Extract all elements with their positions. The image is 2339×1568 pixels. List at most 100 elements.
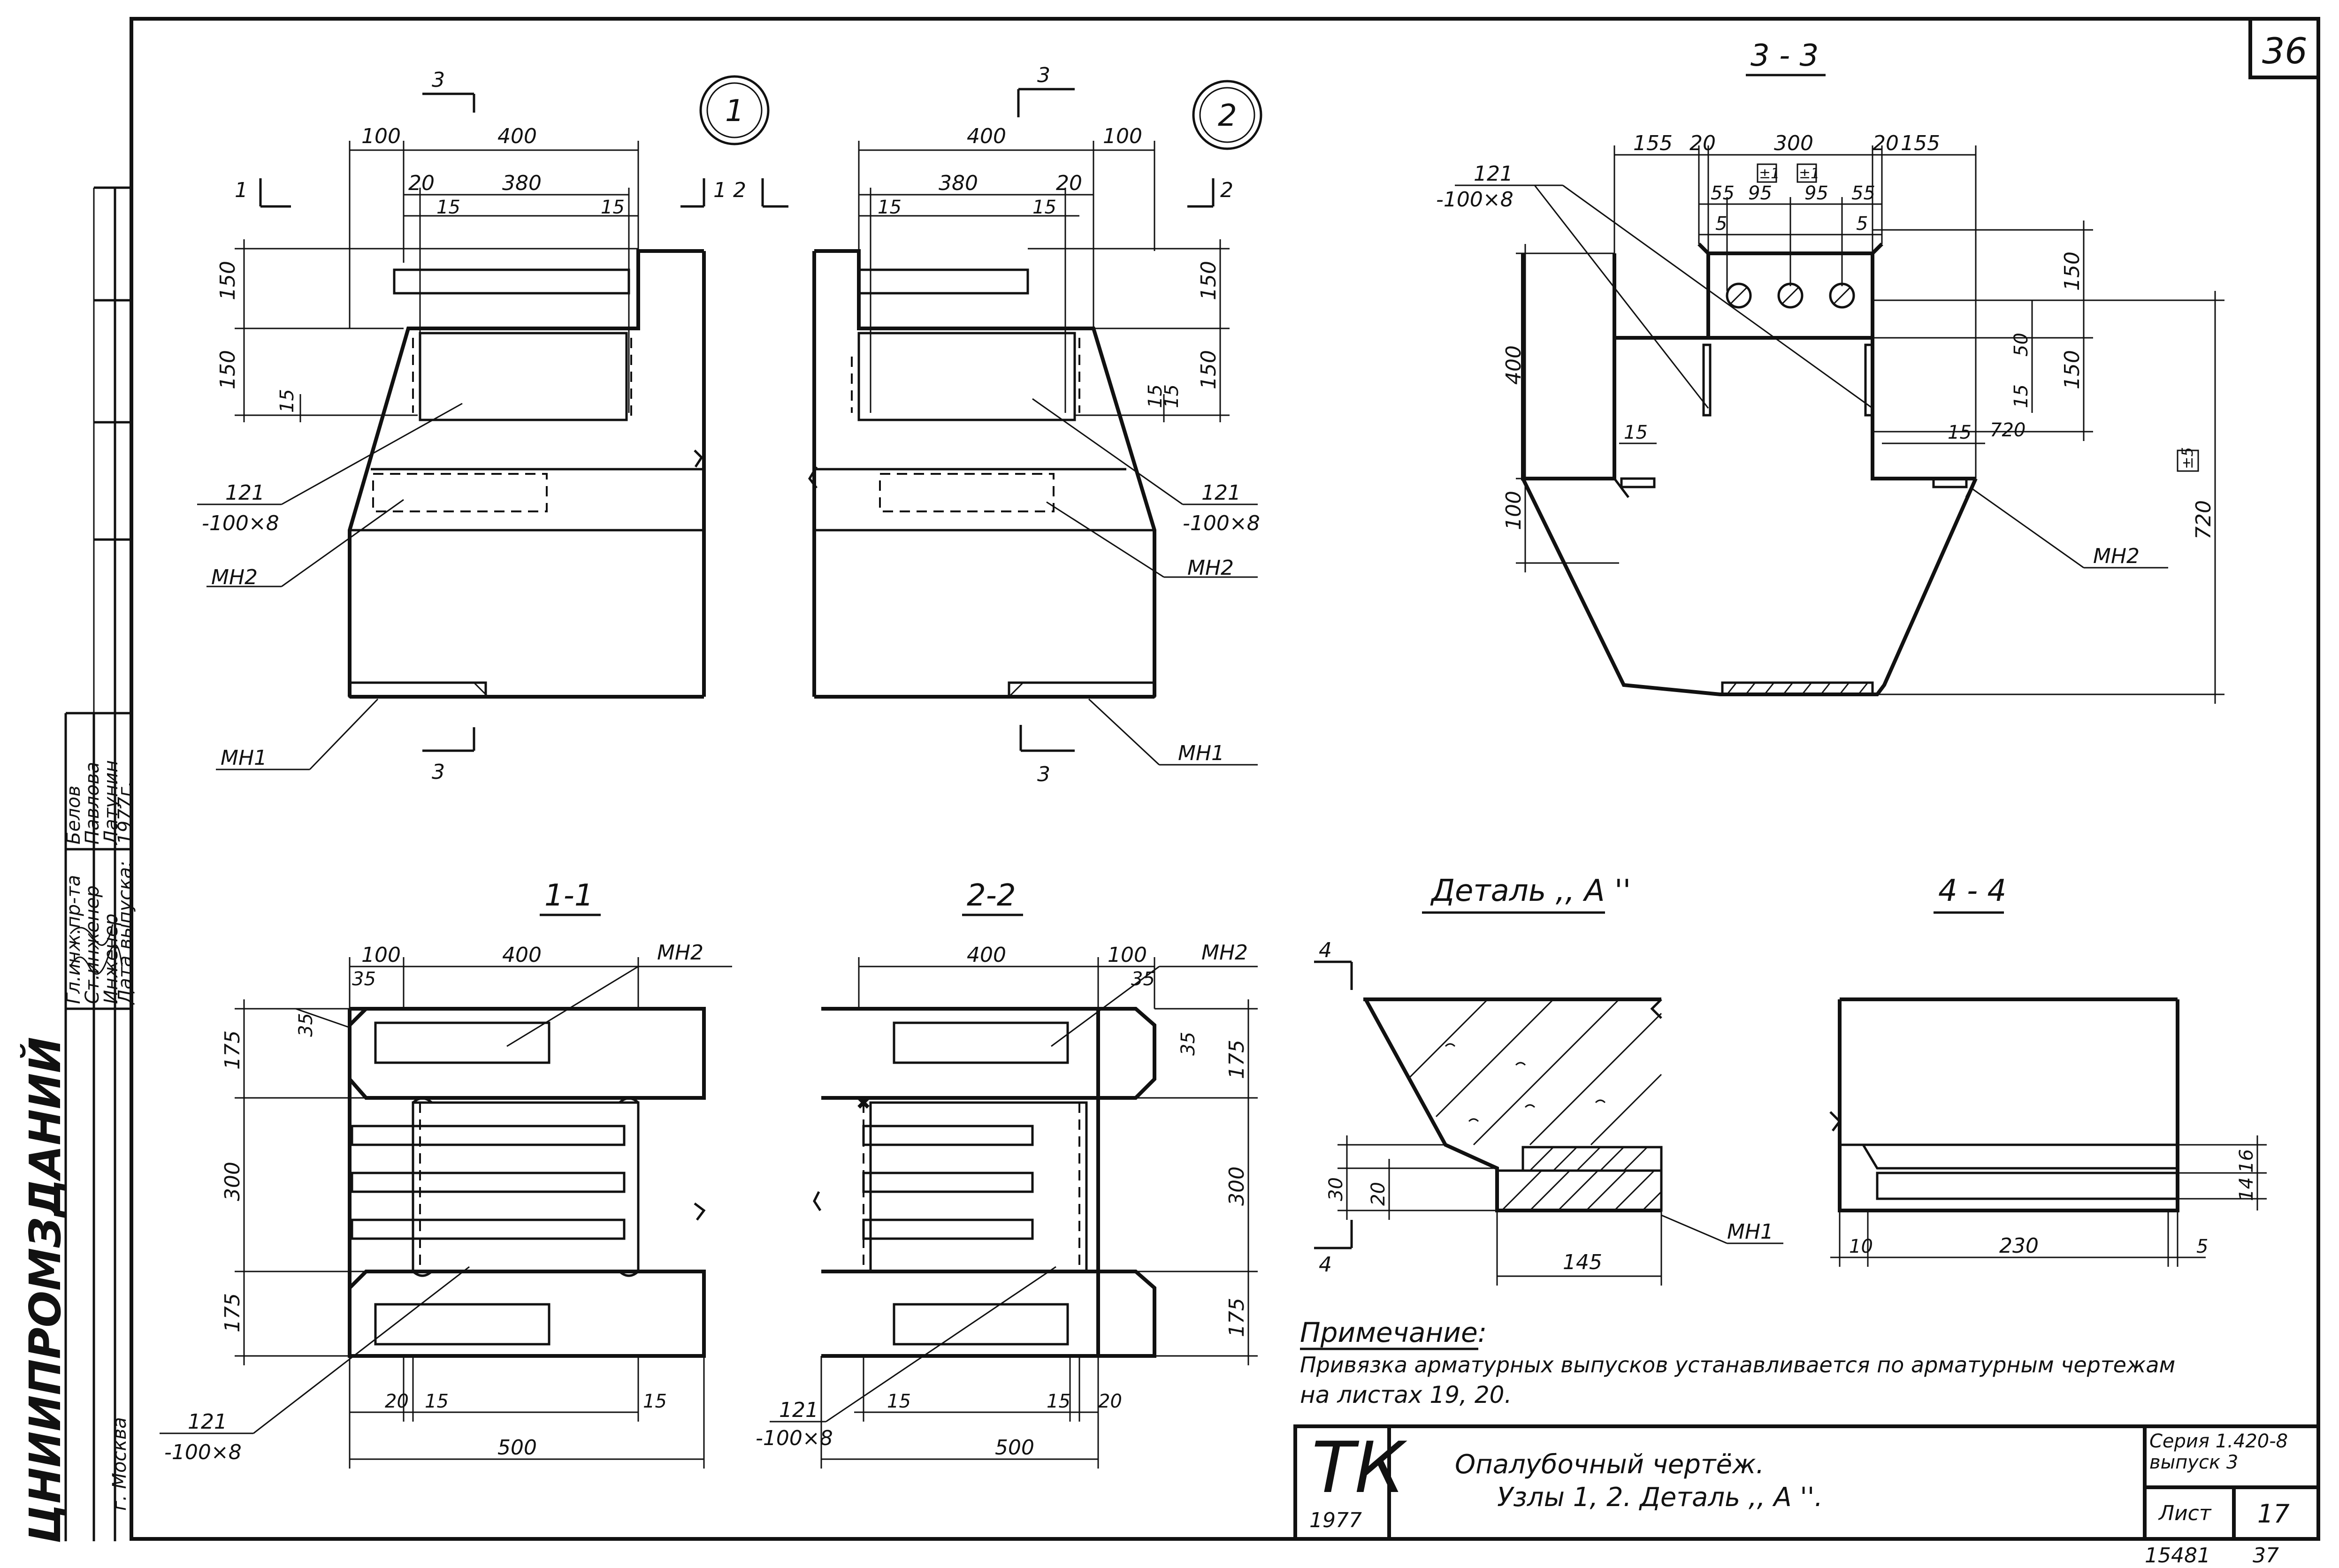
label-views-section33-tolerances-1: ±1	[1799, 166, 1819, 182]
label-views-section11-dims-10: 500	[497, 1436, 537, 1460]
label-views-section33-dims_top-0: 155	[1633, 131, 1673, 155]
label-views-section11-labels-0: МН2	[657, 941, 703, 965]
label-views-section22-dims-8: 15	[1047, 1391, 1070, 1412]
label-views-section22-dims-10: 500	[995, 1436, 1034, 1460]
label-views-section11-dims-3: 175	[221, 1030, 245, 1070]
title-block: ТК 1977 Опалубочный чертёж. Узлы 1, 2. Д…	[1293, 1424, 2320, 1568]
label-views-section11-dims-4: 300	[221, 1162, 245, 1201]
sheet-frame	[130, 17, 2320, 1541]
label-views-section11-dims-6: 35	[295, 1013, 317, 1037]
label-views-section33-dims_top-5: 55	[1711, 183, 1735, 204]
label-views-node2-cut_marks-1: 3	[1037, 762, 1050, 786]
title-sheet-label: Лист	[2158, 1501, 2212, 1525]
title-series: Серия 1.420-8	[2149, 1431, 2288, 1452]
label-views-section33-dims_top-4: 155	[1901, 131, 1940, 155]
label-views-section22-dims-4: 175	[1225, 1040, 1249, 1079]
label-views-section11-labels-1: 121	[188, 1410, 227, 1434]
title-mark: ТК	[1312, 1427, 1407, 1509]
label-views-section11-dims-1: 400	[502, 943, 542, 967]
label-views-section22-labels-2: -100×8	[756, 1426, 833, 1450]
label-views-section22-dims-3: 35	[1177, 1032, 1199, 1056]
label-views-node2-dims_top-1: 100	[1103, 124, 1142, 148]
label-views-node1-dims_side-1: 150	[216, 350, 240, 389]
label-views-section33-dims_top-1: 20	[1689, 131, 1716, 155]
title-year: 1977	[1309, 1508, 1362, 1532]
label-views-node2-labels-0: 121	[1201, 481, 1241, 505]
label-views-detailA-dims-2: 145	[1563, 1250, 1602, 1274]
label-views-section33-dims_top-2: 300	[1774, 131, 1813, 155]
section-2-2: 2-2 400 100 35 35 175 300 175	[756, 878, 1258, 1469]
node2-view: 2 400 100 380 20 15 15 150 150 15 15	[808, 63, 1262, 786]
title-issue: выпуск 3	[2149, 1452, 2238, 1473]
label-views-section44-dims-2: 10	[1849, 1236, 1873, 1257]
section-2-2-title: 2-2	[967, 878, 1016, 913]
label-views-section33-labels-0: 121	[1474, 162, 1513, 186]
label-views-node1-labels-1: -100×8	[202, 511, 279, 535]
label-views-section44-dims-3: 230	[1999, 1234, 2039, 1258]
label-views-section33-tolerances-0: ±1	[1759, 166, 1780, 182]
node1-mark-number: 1	[725, 94, 744, 129]
label-views-section33-dims_top-3: 20	[1873, 131, 1899, 155]
label-views-node1-cut_marks-1: 3	[432, 760, 445, 784]
label-views-section33-dims_top-9: 5	[1715, 213, 1727, 235]
label-views-section11-dims-9: 15	[643, 1391, 667, 1412]
label-views-section33-dims_side-8: 720	[1990, 419, 2026, 441]
label-views-section11-dims-8: 15	[425, 1391, 449, 1412]
label-views-node1-dims_top-1: 400	[497, 124, 537, 148]
label-views-section33-dims_side-2: 150	[2060, 251, 2084, 291]
stamp-role-4: Дата выпуска:	[115, 861, 136, 1005]
label-views-section44-dims-1: 16	[2236, 1149, 2257, 1173]
label-views-section33-dims_top-6: 95	[1748, 183, 1772, 204]
corner-box	[2248, 17, 2320, 79]
stamp-city: г. Москва	[109, 1417, 130, 1511]
label-views-section22-dims-0: 400	[967, 943, 1006, 967]
sheet-corner-number: 36	[2262, 30, 2308, 72]
note-block: Примечание: Привязка арматурных выпусков…	[1300, 1317, 2175, 1408]
label-views-section33-dims_top-8: 55	[1851, 183, 1875, 204]
label-views-section22-labels-0: МН2	[1201, 941, 1248, 965]
label-views-node1-dims_top-0: 100	[361, 124, 401, 148]
section-4-4-title: 4 - 4	[1938, 874, 2006, 908]
label-views-node2-cut_marks-0: 3	[1037, 63, 1050, 87]
label-views-node2-dims_side-3: 15	[1161, 384, 1183, 408]
title-sheet-number: 17	[2257, 1499, 2290, 1529]
label-views-section33-labels-1: -100×8	[1436, 188, 1513, 212]
label-views-node1-cut_marks-2: 1	[235, 178, 248, 202]
label-views-node1-dims_side-0: 150	[216, 261, 240, 300]
label-views-node1-labels-0: 121	[225, 481, 265, 505]
label-views-node1-labels-2: МН2	[211, 565, 258, 589]
detail-a: Деталь ,, А '' 30 20 145 МН1 4 4	[1314, 874, 1783, 1286]
label-views-section33-dims_side-6: 15	[1948, 422, 1972, 443]
label-views-section33-dims_side-4: 150	[2060, 350, 2084, 389]
node2-mark-circle	[1192, 80, 1262, 150]
title-line-1: Опалубочный чертёж.	[1455, 1449, 1764, 1480]
label-views-detailA-labels-0: МН1	[1727, 1220, 1773, 1244]
label-views-section33-dims_side-8: 720	[2192, 500, 2216, 540]
label-views-node2-labels-2: МН2	[1187, 556, 1234, 580]
label-views-node1-dims_top-3: 380	[502, 171, 542, 195]
label-views-section44-dims-0: 14	[2236, 1177, 2257, 1201]
stamp-name-3: Латунин	[100, 760, 122, 845]
label-views-section22-dims-9: 20	[1098, 1391, 1122, 1412]
stamp-organization: ЦНИИПРОМЗДАНИЙ	[20, 1037, 70, 1544]
label-views-node2-labels-3: МН1	[1178, 741, 1224, 765]
detail-a-title: Деталь ,, А ''	[1430, 874, 1631, 908]
label-views-node2-dims_top-3: 20	[1056, 171, 1082, 195]
signature-scribble-1	[69, 924, 123, 975]
label-views-node2-dims_side-0: 150	[1197, 261, 1221, 300]
label-views-node1-cut_marks-0: 3	[432, 68, 445, 92]
label-views-node2-cut_marks-2: 2	[1220, 178, 1233, 202]
label-views-section11-labels-2: -100×8	[164, 1440, 242, 1464]
node1-view: 1 100 400 20 380 15 15 150	[197, 68, 788, 784]
section-4-4: 4 - 4 10 230 5 14 16	[1829, 874, 2267, 1267]
node2-mark-number: 2	[1218, 99, 1237, 133]
label-views-section22-labels-1: 121	[779, 1398, 818, 1422]
label-views-section33-dims_side-5: 15	[2010, 384, 2032, 408]
label-views-node2-dims_side-2: 15	[1145, 384, 1166, 408]
label-views-node1-dims_side-2: 15	[276, 389, 298, 413]
archive-number: 15481	[2145, 1544, 2210, 1568]
label-views-section11-dims-7: 20	[385, 1391, 409, 1412]
label-views-detailA-dims-0: 30	[1325, 1177, 1347, 1201]
label-views-section33-dims_side-1: 100	[1502, 491, 1526, 530]
